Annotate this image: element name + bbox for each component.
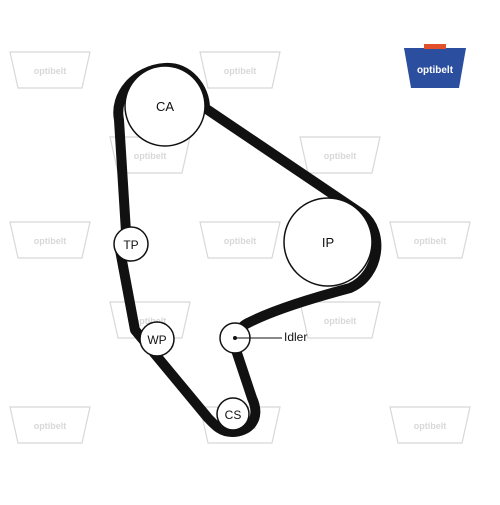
watermark-logo: optibelt — [9, 221, 91, 259]
watermark-text: optibelt — [324, 151, 357, 161]
watermark-text: optibelt — [224, 66, 257, 76]
watermark-text: optibelt — [324, 316, 357, 326]
pulley-ca: CA — [124, 65, 206, 147]
pulley-cs-label: CS — [225, 408, 242, 422]
watermark-text: optibelt — [414, 236, 447, 246]
watermark-logo: optibelt — [109, 301, 191, 339]
pulley-tp: TP — [113, 226, 149, 262]
pulley-idler: Idler — [219, 322, 307, 354]
pulley-tp-label: TP — [123, 238, 138, 252]
watermark-text: optibelt — [134, 151, 167, 161]
pulley-cs: CS — [216, 397, 250, 431]
watermark-logo: optibelt — [9, 406, 91, 444]
pulley-wp-label: WP — [147, 333, 166, 347]
watermark-text: optibelt — [34, 421, 67, 431]
watermark-text: optibelt — [414, 421, 447, 431]
logo-brand-text: optibelt — [417, 65, 454, 76]
watermark-logo: optibelt — [299, 301, 381, 339]
watermark-logo: optibelt — [389, 406, 471, 444]
watermark-text: optibelt — [224, 236, 257, 246]
watermark-text: optibelt — [34, 66, 67, 76]
pulley-ip: IP — [283, 197, 373, 287]
watermark-text: optibelt — [134, 316, 167, 326]
pulley-ca-label: CA — [156, 99, 174, 114]
watermark-logo: optibelt — [299, 136, 381, 174]
pulley-ip-label: IP — [322, 235, 334, 250]
watermark-text: optibelt — [34, 236, 67, 246]
watermark-logo: optibelt — [199, 221, 281, 259]
watermark-logo: optibelt — [199, 51, 281, 89]
watermark-pattern: optibelt optibelt optibelt optibelt optibelt… — [9, 51, 471, 444]
optibelt-logo: optibelt — [404, 44, 466, 88]
watermark-logo: optibelt — [9, 51, 91, 89]
pulley-idler-label: Idler — [284, 330, 307, 344]
watermark-logo: optibelt — [389, 221, 471, 259]
pulley-wp: WP — [139, 321, 175, 357]
